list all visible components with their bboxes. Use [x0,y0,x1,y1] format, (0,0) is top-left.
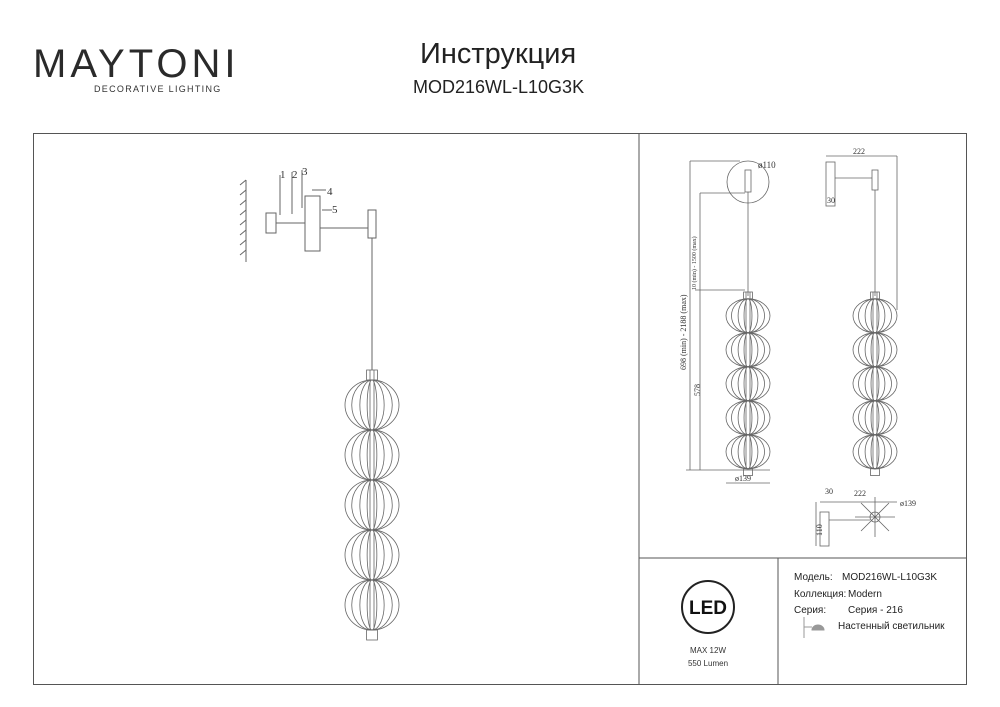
dim-width-side: 222 [853,147,865,156]
led-icon [681,580,735,634]
lamp-type: Настенный светильник [838,621,945,632]
brand-subtitle: DECORATIVE LIGHTING [94,84,222,94]
dim-plate-height: 110 [815,524,824,536]
led-label: LED [689,598,727,619]
part-label-4: 4 [327,186,333,198]
collection-label: Коллекция: [794,589,847,600]
part-label-3: 3 [302,166,308,178]
drawing-frame [33,133,967,685]
dim-shade-diameter: ø139 [735,474,751,483]
part-label-5: 5 [332,204,338,216]
wall-lamp-icon [803,617,825,638]
dim-width-top: 222 [854,489,866,498]
power-label: MAX 12W [690,646,726,655]
model-heading: MOD216WL-L10G3K [413,77,585,97]
model-label: Модель: [794,572,833,583]
dim-total-height: 698 (min) - 2188 (max) [679,294,688,370]
part-label-2: 2 [292,169,298,181]
dim-body-height: 578 [693,384,702,396]
dim-depth-side: 30 [827,196,835,205]
collection-value: Modern [848,589,882,600]
page-title: Инструкция [420,38,577,70]
lamp-front-view [725,291,771,476]
series-label: Серия: [794,605,827,616]
brand-logo: MAYTONI [33,42,240,86]
model-value: MOD216WL-L10G3K [842,572,938,583]
exploded-bracket [239,170,377,370]
series-value: Серия - 216 [848,605,903,616]
lamp-main-view [344,369,400,641]
dim-depth-top: 30 [825,487,833,496]
dim-cable-length: 10 (min) - 1500 (max) [691,236,698,290]
lumen-label: 550 Lumen [688,659,728,668]
lamp-side-view [852,291,898,476]
dim-plate-diameter: ø110 [758,160,776,170]
dim-shade-diameter-top: ø139 [900,499,916,508]
part-label-1: 1 [280,169,286,181]
